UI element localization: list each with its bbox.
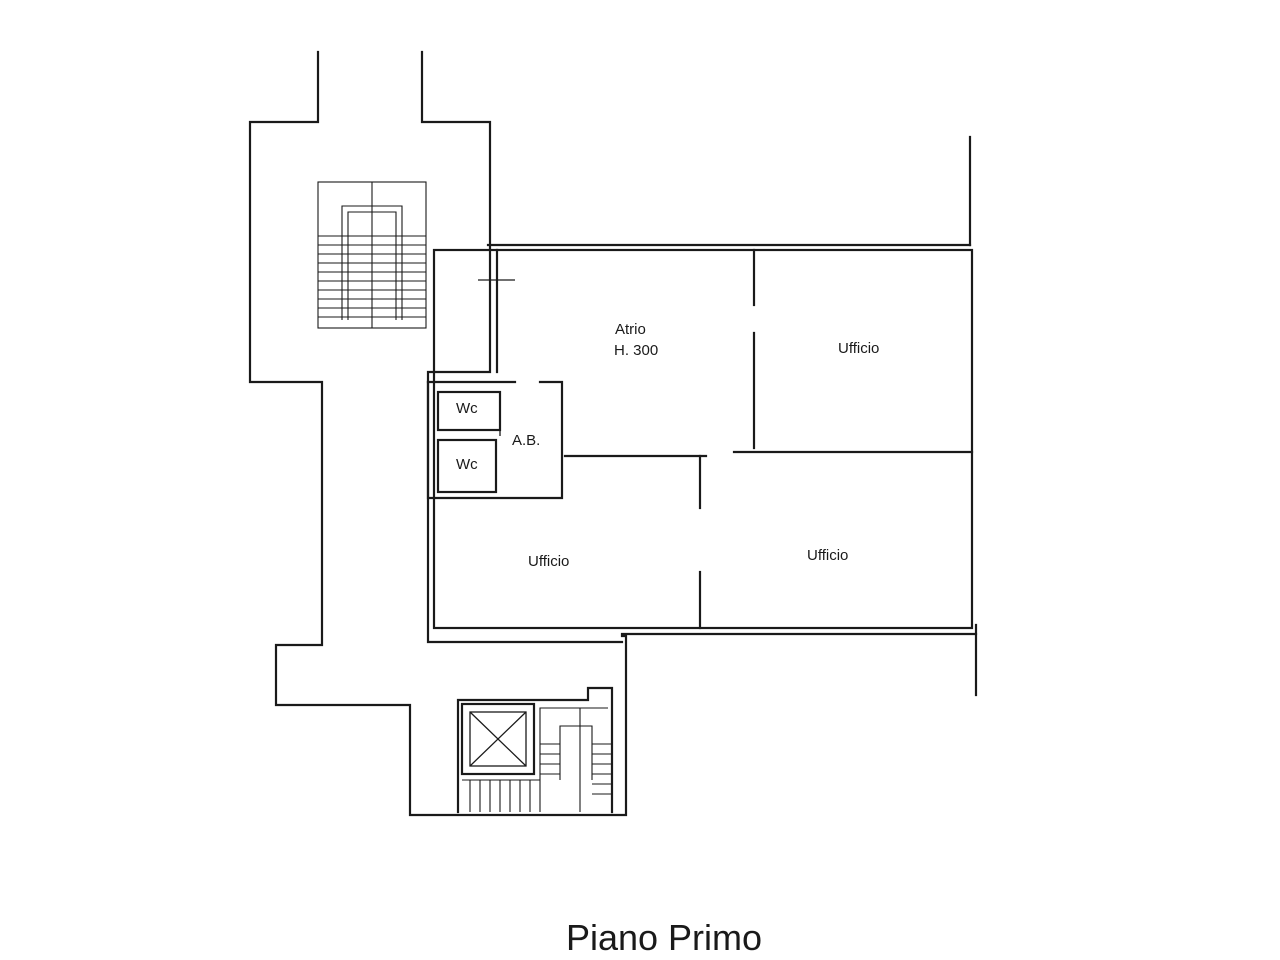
label-ufficio-sw: Ufficio: [528, 553, 569, 570]
label-ab: A.B.: [512, 432, 540, 449]
label-ufficio-se: Ufficio: [807, 547, 848, 564]
staircase-upper: [317, 181, 427, 329]
label-atrio-height: H. 300: [614, 342, 658, 359]
label-ufficio-ne: Ufficio: [838, 340, 879, 357]
office-block: [432, 248, 974, 630]
lift-stair: [456, 686, 614, 814]
label-atrio: Atrio: [615, 321, 646, 338]
plan-title: Piano Primo: [566, 917, 762, 958]
building-outline: [248, 50, 978, 817]
label-wc-lower: Wc: [456, 456, 478, 473]
wc-block: [426, 380, 564, 500]
label-wc-upper: Wc: [456, 400, 478, 417]
